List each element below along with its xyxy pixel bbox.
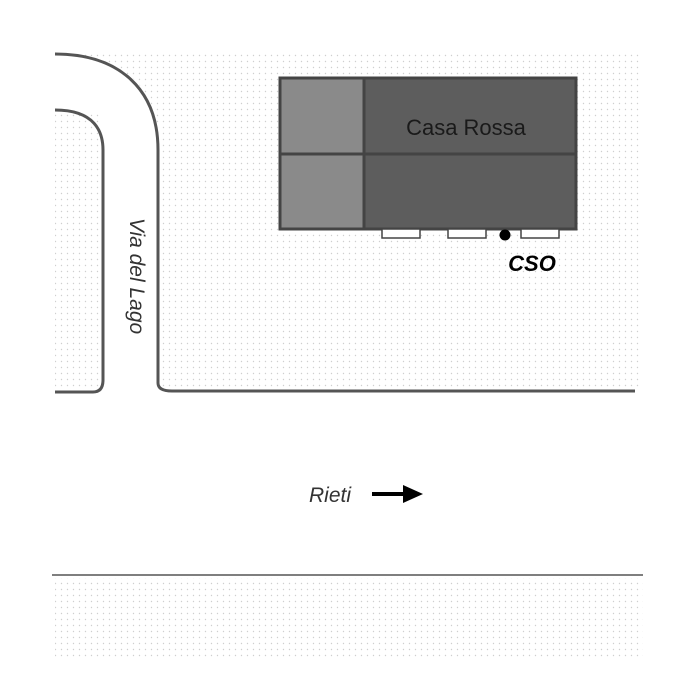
road-edge-outer <box>54 52 635 393</box>
point-marker-icon[interactable] <box>499 229 511 241</box>
road-edge-inner <box>54 108 105 394</box>
arrow-right-icon <box>372 485 423 503</box>
street-label-main: Rieti <box>309 484 352 507</box>
ground-lower <box>55 578 643 658</box>
marker-label: CSO <box>508 251 556 276</box>
building-step-3 <box>520 228 560 239</box>
building-casa-rossa[interactable]: Casa Rossa <box>278 76 578 231</box>
ground-upper-left <box>55 112 100 390</box>
building-label: Casa Rossa <box>406 115 527 140</box>
building-step-2 <box>447 228 487 239</box>
building-step-1 <box>381 228 421 239</box>
street-label-side: Via del Lago <box>125 218 148 335</box>
